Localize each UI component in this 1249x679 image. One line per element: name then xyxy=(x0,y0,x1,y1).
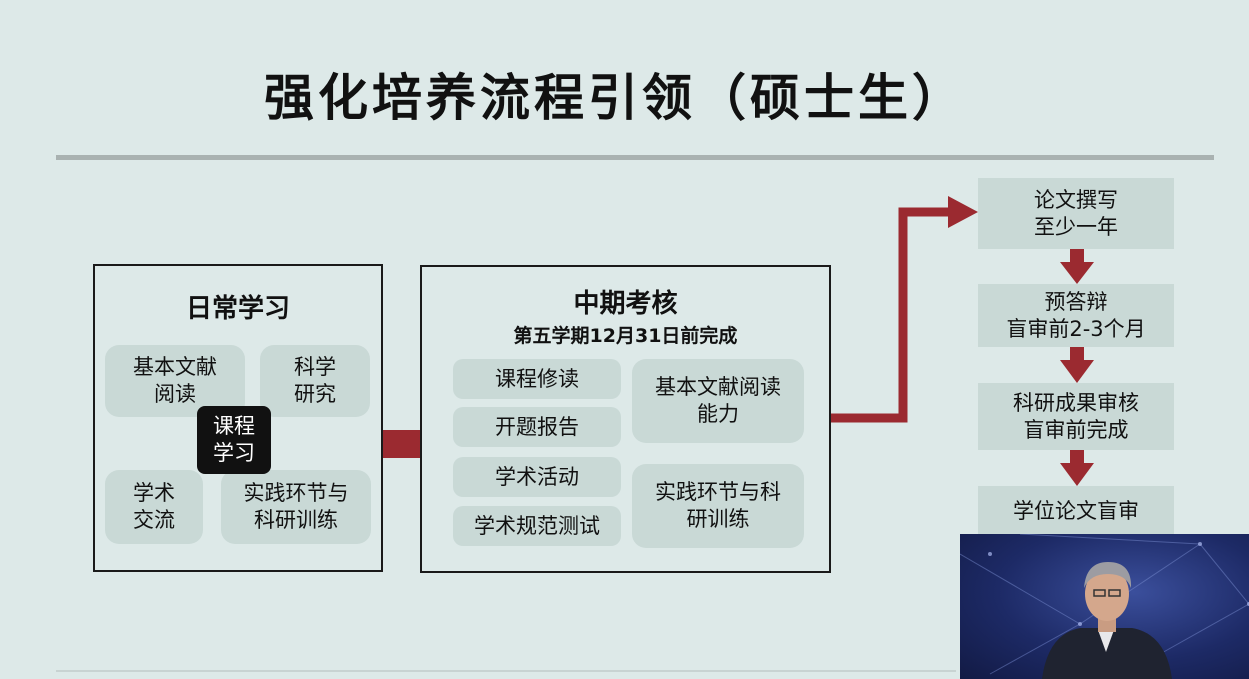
course-completion-pill: 课程修读 xyxy=(453,359,621,399)
course-study-pill: 课程 学习 xyxy=(197,406,271,474)
title-divider xyxy=(56,155,1214,160)
daily-study-title: 日常学习 xyxy=(185,294,290,324)
step-thesis-writing: 论文撰写 至少一年 xyxy=(978,178,1174,249)
step-blind-review: 学位论文盲审 xyxy=(978,486,1174,538)
academic-activity-pill: 学术活动 xyxy=(453,457,621,497)
scientific-research-pill: 科学 研究 xyxy=(260,345,370,417)
literature-ability-pill: 基本文献阅读 能力 xyxy=(632,359,804,443)
literature-reading-pill: 基本文献 阅读 xyxy=(105,345,245,417)
midterm-title: 中期考核 xyxy=(573,289,678,319)
midterm-panel: 中期考核 第五学期12月31日前完成 课程修读 开题报告 学术活动 学术规范测试… xyxy=(420,265,831,573)
arrow-step2-to-step3 xyxy=(1060,347,1094,383)
practice-training-pill: 实践环节与 科研训练 xyxy=(221,470,371,544)
arrow-step1-to-step2 xyxy=(1060,249,1094,284)
arrow-midterm-to-thesis-head xyxy=(948,196,978,228)
step-pre-defense: 预答辩 盲审前2-3个月 xyxy=(978,284,1174,347)
daily-study-panel: 日常学习 基本文献 阅读 科学 研究 学术 交流 实践环节与 科研训练 课程 学… xyxy=(93,264,383,572)
academic-norms-test-pill: 学术规范测试 xyxy=(453,506,621,546)
academic-exchange-pill: 学术 交流 xyxy=(105,470,203,544)
proposal-report-pill: 开题报告 xyxy=(453,407,621,447)
bottom-divider xyxy=(56,670,956,672)
midterm-deadline: 第五学期12月31日前完成 xyxy=(513,325,738,347)
arrow-midterm-to-thesis xyxy=(831,207,950,423)
presenter-video-icon xyxy=(960,534,1249,679)
arrow-step3-to-step4 xyxy=(1060,450,1094,486)
step-research-review: 科研成果审核 盲审前完成 xyxy=(978,383,1174,450)
midterm-practice-training-pill: 实践环节与科 研训练 xyxy=(632,464,804,548)
presenter-video-graphic xyxy=(960,534,1249,679)
page-title: 强化培养流程引领（硕士生） xyxy=(264,69,966,127)
